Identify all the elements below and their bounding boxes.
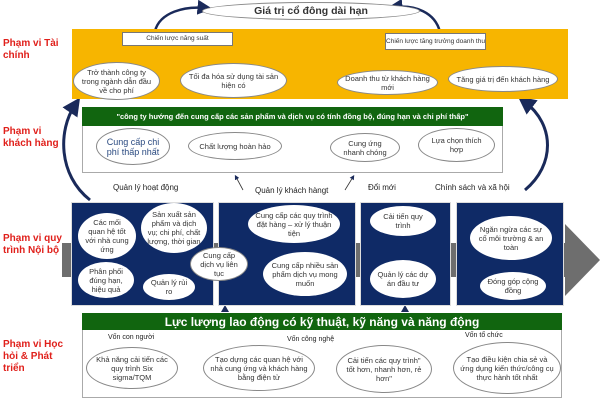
process-label: Quản lý khách hàngt [255, 186, 329, 195]
perspective-financial: Phạm vi Tài chính [3, 38, 59, 61]
process-objective: Cung cấp nhiều sản phẩm dịch vụ mong muố… [263, 252, 347, 296]
productivity-strategy: Chiến lược năng suất [122, 32, 233, 46]
capital-label: Vốn tổ chức [465, 332, 503, 339]
customer-objective: Chất lượng hoàn hảo [188, 132, 282, 160]
learning-objective: Tạo dựng các quan hệ với nhà cung ứng và… [203, 345, 315, 391]
financial-objective: Trở thành công ty trong ngành dẫn đầu về… [73, 62, 160, 100]
process-objective: Ngăn ngừa các sự cố môi trường & an toàn [470, 216, 552, 260]
financial-objective: Tối đa hóa sử dụng tài sản hiện có [180, 63, 287, 98]
process-objective: Đóng góp cộng đồng [480, 272, 546, 300]
capital-label: Vốn công nghệ [287, 336, 335, 343]
value-proposition-banner: "công ty hướng đến cung cấp các sản phẩm… [82, 107, 503, 126]
perspective-learning-growth: Phạm vi Học hỏi & Phát triển [3, 339, 64, 374]
process-objective: Cung cấp các quy trình đặt hàng – xử lý … [248, 205, 340, 243]
perspective-internal-process: Phạm vi quy trình Nội bộ [3, 233, 62, 256]
customer-objective: Cung ứng nhanh chóng [330, 133, 400, 162]
long-term-shareholder-value: Giá trị cổ đông dài hạn [202, 2, 420, 20]
capital-label: Vốn con người [108, 334, 155, 341]
process-objective: Cung cấp dịch vụ liên tục [190, 247, 248, 281]
customer-objective: Cung cấp chi phí thấp nhất [96, 128, 170, 165]
process-objective: Cải tiến quy trình [370, 206, 436, 236]
process-objective: Quản lý rủi ro [143, 274, 195, 300]
process-objective: Sản xuất sản phẩm và dịch vụ; chi phí, c… [141, 203, 207, 253]
financial-objective: Doanh thu từ khách hàng mới [337, 70, 438, 95]
process-label: Quản lý hoạt động [113, 183, 179, 192]
learning-objective: Cải tiến các quy trình" tốt hơn, nhanh h… [336, 345, 432, 393]
process-objective: Quản lý các dự án đầu tư [370, 260, 436, 298]
process-label: Đổi mới [368, 183, 396, 192]
process-objective: Các mối quan hệ tốt với nhà cung ứng [78, 213, 136, 259]
learning-objective: Tạo điều kiện chia sẻ và ứng dụng kiến t… [453, 342, 561, 394]
financial-objective: Tăng giá trị đến khách hàng [448, 66, 558, 92]
learning-objective: Khả năng cải tiến các quy trình Six sigm… [86, 347, 178, 389]
growth-strategy: Chiến lược tăng trưởng doanh thu [385, 33, 486, 50]
workforce-banner: Lực lượng lao động có kỹ thuật, kỹ năng … [82, 313, 562, 330]
perspective-customer: Phạm vi khách hàng [3, 126, 59, 149]
customer-objective: Lựa chọn thích hợp [418, 128, 495, 162]
process-label: Chính sách và xã hội [435, 183, 510, 192]
process-objective: Phân phối đúng hạn, hiệu quả [78, 262, 134, 298]
